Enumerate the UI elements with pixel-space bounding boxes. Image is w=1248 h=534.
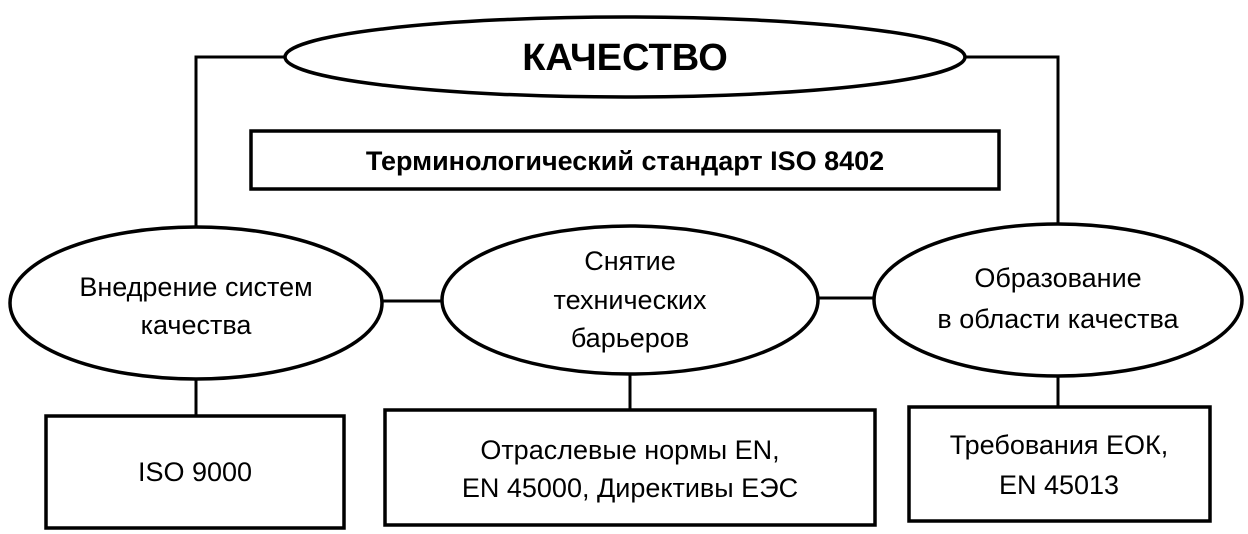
standard-node: Терминологический стандарт ISO 8402 bbox=[249, 129, 1001, 191]
branch-middle-line-1: Снятие bbox=[584, 246, 676, 276]
branch-node-left: Внедрение систем качества bbox=[8, 225, 384, 381]
root-label: КАЧЕСТВО bbox=[522, 37, 728, 79]
connectors bbox=[194, 55, 1060, 416]
branch-middle-line-3: барьеров bbox=[571, 323, 689, 353]
leaf-left-line-1: ISO 9000 bbox=[138, 457, 252, 487]
leaf-box-left bbox=[44, 414, 346, 530]
branch-ellipse-middle bbox=[440, 224, 820, 376]
connector-root-left bbox=[194, 55, 290, 262]
branch-middle-line-2: технических bbox=[554, 285, 707, 315]
leaf-right-line-2: EN 45013 bbox=[999, 470, 1119, 500]
connector-root-right bbox=[960, 55, 1060, 242]
branch-node-middle: Снятие технических барьеров bbox=[440, 224, 820, 376]
root-ellipse bbox=[283, 15, 967, 99]
leaf-right-line-1: Требования ЕОК, bbox=[950, 430, 1169, 460]
branch-ellipse-left bbox=[8, 225, 384, 381]
leaf-node-middle: Отраслевые нормы EN, EN 45000, Директивы… bbox=[383, 408, 877, 527]
standard-box bbox=[249, 129, 1001, 191]
branch-left-line-2: качества bbox=[141, 310, 253, 340]
leaf-middle-line-2: EN 45000, Директивы ЕЭС bbox=[462, 473, 798, 503]
branch-right-line-2: в области качества bbox=[937, 304, 1179, 334]
leaf-node-left: ISO 9000 bbox=[44, 414, 346, 530]
leaf-box-middle bbox=[383, 408, 877, 527]
leaf-box-right bbox=[907, 405, 1212, 523]
root-node: КАЧЕСТВО bbox=[283, 15, 967, 99]
branch-node-right: Образование в области качества bbox=[872, 222, 1244, 378]
leaf-middle-line-1: Отраслевые нормы EN, bbox=[480, 435, 779, 465]
branch-ellipse-right bbox=[872, 222, 1244, 378]
branch-right-line-1: Образование bbox=[974, 263, 1141, 293]
standard-label: Терминологический стандарт ISO 8402 bbox=[366, 146, 884, 176]
branch-left-line-1: Внедрение систем bbox=[79, 272, 312, 302]
leaf-node-right: Требования ЕОК, EN 45013 bbox=[907, 405, 1212, 523]
